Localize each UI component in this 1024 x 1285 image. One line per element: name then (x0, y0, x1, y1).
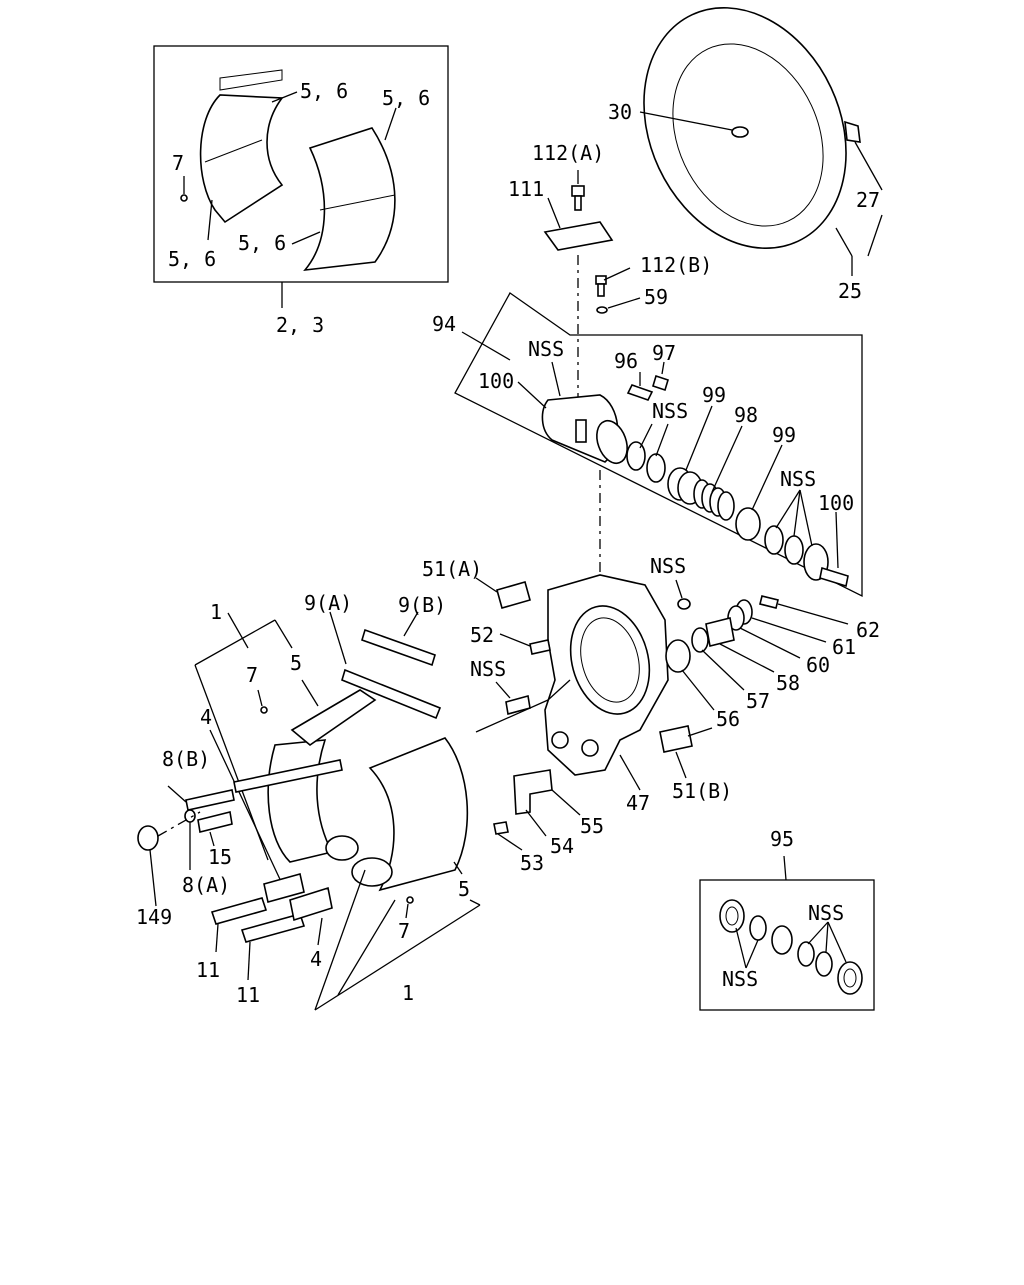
label-nss-2: NSS (652, 399, 688, 423)
label-61: 61 (832, 635, 856, 659)
pushrod-100 (819, 566, 849, 588)
brake-lining-left (199, 94, 284, 224)
label-98: 98 (734, 403, 758, 427)
label-9b: 9(B) (398, 593, 446, 617)
label-25: 25 (838, 279, 862, 303)
label-8b: 8(B) (162, 747, 210, 771)
lining-kit-box (153, 45, 449, 308)
label-96: 96 (614, 349, 638, 373)
spring-9a (341, 668, 442, 720)
label-5-6-c: 5, 6 (168, 247, 216, 271)
wheel-cylinder-box (454, 292, 863, 598)
label-15: 15 (208, 845, 232, 869)
brake-shoe-upper (267, 739, 334, 863)
label-5-6-a: 5, 6 (300, 79, 348, 103)
label-95: 95 (770, 827, 794, 851)
label-8a: 8(A) (182, 873, 230, 897)
label-94: 94 (432, 312, 456, 336)
label-99-a: 99 (702, 383, 726, 407)
label-112a: 112(A) (532, 141, 604, 165)
label-52: 52 (470, 623, 494, 647)
label-9a: 9(A) (304, 591, 352, 615)
label-1-bot: 1 (402, 981, 414, 1005)
label-7-bot: 7 (398, 919, 410, 943)
label-5-6-d: 5, 6 (238, 231, 286, 255)
brake-lining-right (303, 127, 396, 272)
label-11-b: 11 (236, 983, 260, 1007)
pin-11-b (240, 913, 306, 943)
bushing-149 (137, 825, 159, 851)
label-100-a: 100 (478, 369, 514, 393)
label-51b: 51(B) (672, 779, 732, 803)
label-nss-3: NSS (780, 467, 816, 491)
label-5-mid: 5 (290, 651, 302, 675)
upper-fasteners (543, 170, 641, 430)
label-100-b: 100 (818, 491, 854, 515)
label-56: 56 (716, 707, 740, 731)
label-55: 55 (580, 814, 604, 838)
label-60: 60 (806, 653, 830, 677)
anchor-bracket (475, 574, 849, 851)
label-51a: 51(A) (422, 557, 482, 581)
label-54: 54 (550, 834, 574, 858)
label-47: 47 (626, 791, 650, 815)
label-30: 30 (608, 100, 632, 124)
washer-59 (596, 306, 608, 314)
label-7-top: 7 (172, 151, 184, 175)
label-112b: 112(B) (640, 253, 712, 277)
label-58: 58 (776, 671, 800, 695)
seal-kit-box (699, 855, 875, 1011)
spring-9b (361, 628, 436, 667)
label-57: 57 (746, 689, 770, 713)
label-nss-4: NSS (650, 554, 686, 578)
label-11-a: 11 (196, 958, 220, 982)
plate-55 (513, 769, 553, 815)
pin-11-a (210, 897, 268, 925)
label-59: 59 (644, 285, 668, 309)
adjuster-51a (496, 581, 531, 609)
part-labels: 2, 3 5, 6 5, 6 5, 6 5, 6 7 30 27 25 112(… (136, 79, 880, 1007)
rivet-icon (180, 194, 188, 202)
label-4-bot: 4 (310, 947, 322, 971)
label-nss-5: NSS (470, 657, 506, 681)
label-111: 111 (508, 177, 544, 201)
label-1-top: 1 (210, 600, 222, 624)
label-97: 97 (652, 341, 676, 365)
backing-plate (639, 7, 883, 276)
plate-111 (543, 221, 614, 251)
label-62: 62 (856, 618, 880, 642)
label-99-b: 99 (772, 423, 796, 447)
label-nss-6: NSS (808, 901, 844, 925)
label-53: 53 (520, 851, 544, 875)
label-nss-7: NSS (722, 967, 758, 991)
piston-99-right (735, 507, 761, 541)
label-5-6-b: 5, 6 (382, 86, 430, 110)
label-5-bot: 5 (458, 877, 470, 901)
label-nss-1: NSS (528, 337, 564, 361)
brake-shoe-lower (368, 737, 469, 892)
bolt-30 (731, 126, 749, 138)
label-7-mid: 7 (246, 663, 258, 687)
label-149: 149 (136, 905, 172, 929)
spring-98 (693, 479, 735, 521)
label-4-mid: 4 (200, 705, 212, 729)
adjuster-51b (659, 725, 693, 753)
adjuster-screw (705, 617, 735, 647)
label-2-3: 2, 3 (276, 313, 324, 337)
brake-shoes (137, 611, 481, 1011)
label-27: 27 (856, 188, 880, 212)
clip-27 (844, 120, 861, 143)
